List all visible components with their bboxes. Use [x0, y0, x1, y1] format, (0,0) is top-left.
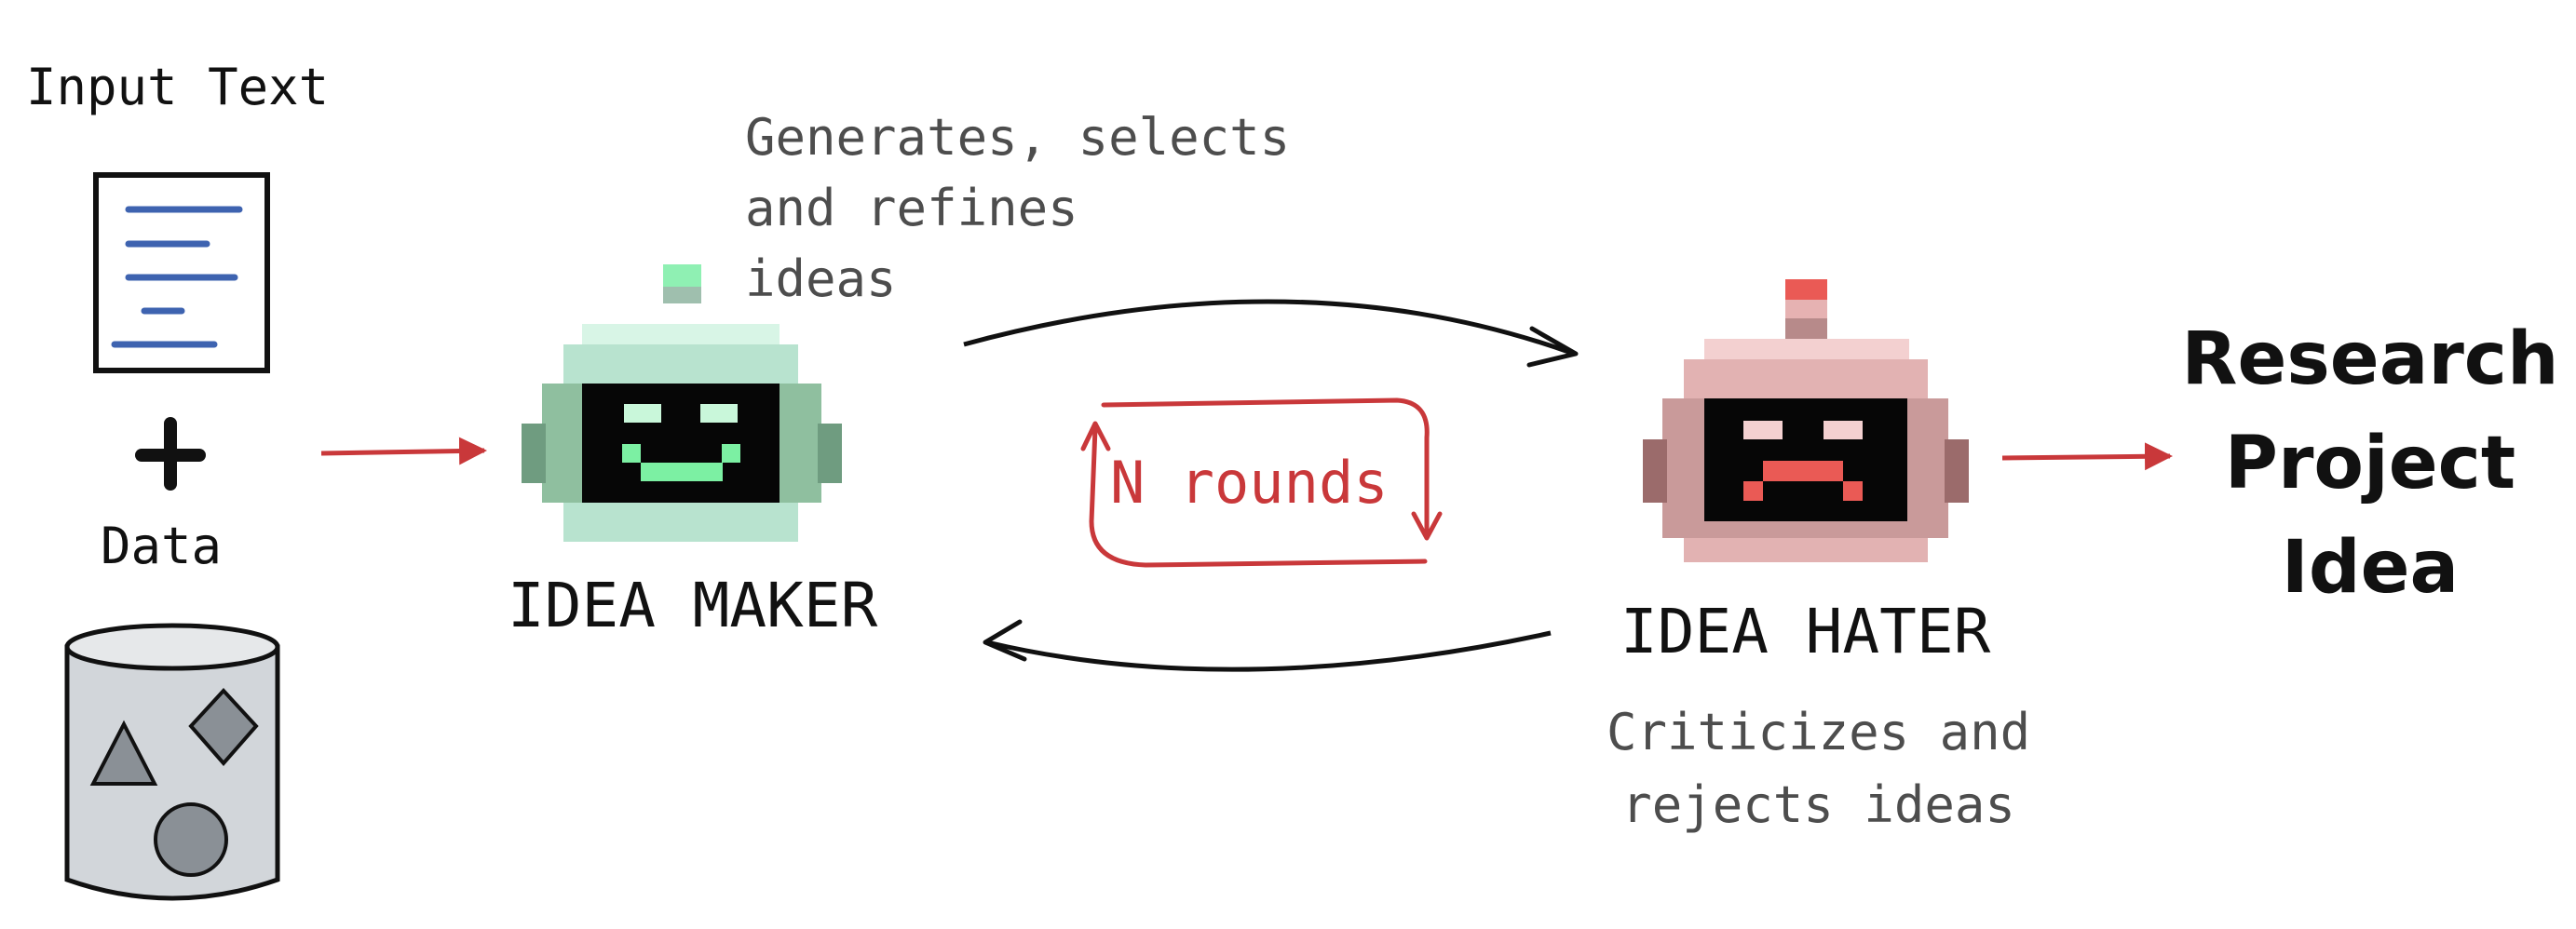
idea-hater-note-line: rejects ideas: [1621, 775, 2015, 834]
idea-maker-note-line: and refines: [745, 179, 1078, 237]
arrow-hater-to-output: [2001, 442, 2173, 471]
idea-maker-note-line: Generates, selects: [745, 108, 1291, 167]
loop-label: N rounds: [1110, 449, 1389, 517]
idea-maker-note: Generates, selects and refines ideas: [745, 102, 1290, 315]
arrow-maker-to-hater: [963, 299, 1575, 357]
arrow-maker-to-hater-head: [1526, 326, 1579, 368]
input-text-label: Input Text: [26, 58, 330, 116]
arrow-hater-to-maker-head: [983, 619, 1027, 662]
idea-hater-note: Criticizes and rejects ideas: [1607, 696, 2030, 841]
plus-icon: [135, 417, 206, 491]
arrow-inputs-to-maker: [320, 437, 487, 465]
arrow-hater-to-maker: [986, 630, 1552, 672]
idea-maker-note-line: ideas: [745, 249, 897, 308]
output-label-line: Idea: [2281, 526, 2460, 610]
data-label: Data: [101, 517, 223, 575]
output-label-line: Project: [2224, 422, 2516, 505]
robot-hater-icon: [1643, 279, 1969, 562]
output-label-line: Research: [2181, 317, 2559, 401]
idea-maker-label: IDEA MAKER: [508, 570, 878, 641]
database-cylinder-icon: [64, 623, 280, 901]
output-label: Research Project Idea: [2175, 307, 2566, 620]
idea-hater-note-line: Criticizes and: [1607, 703, 2031, 761]
robot-maker-icon: [522, 264, 842, 542]
idea-hater-label: IDEA HATER: [1620, 596, 1991, 667]
loop-rounds-icon: [1080, 397, 1443, 568]
document-icon: [93, 172, 270, 373]
